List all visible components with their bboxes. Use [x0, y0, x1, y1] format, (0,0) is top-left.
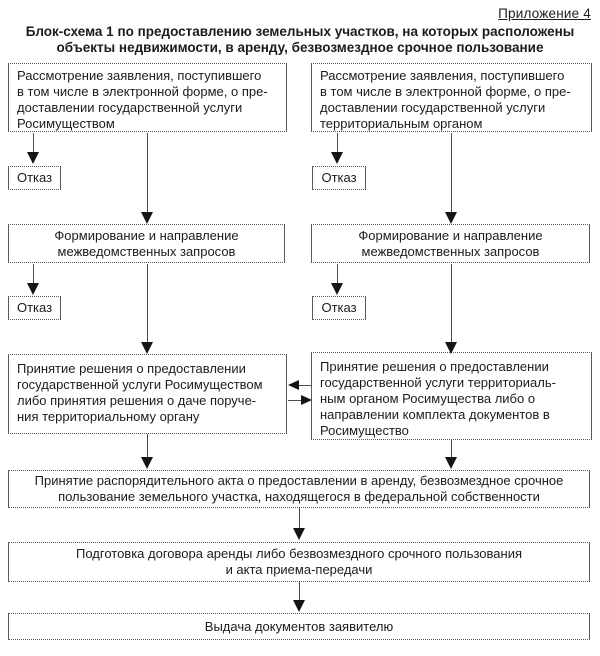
arrow-head-contract-to-issue — [293, 600, 305, 612]
arrow-line-l2-to-reject2 — [33, 264, 34, 283]
step-review-application-territorial-organ: Рассмотрение заявления, поступившего в т… — [311, 63, 592, 132]
step-prepare-contract: Подготовка договора аренды либо безвозме… — [8, 542, 590, 582]
arrow-head-l1-to-reject1 — [27, 152, 39, 164]
arrow-line-r3-to-l3 — [297, 385, 312, 386]
arrow-head-r2-to-reject2 — [331, 283, 343, 295]
arrow-line-l1-to-reject1 — [33, 133, 34, 152]
arrow-line-contract-to-issue — [299, 582, 300, 600]
reject-box-left-1: Отказ — [8, 166, 61, 190]
appendix-label: Приложение 4 — [498, 6, 591, 21]
reject-box-left-2: Отказ — [8, 296, 61, 320]
step-interagency-requests-right: Формирование и направление межведомствен… — [311, 224, 590, 263]
arrow-line-r3-to-act — [451, 440, 452, 457]
reject-box-right-2: Отказ — [312, 296, 366, 320]
arrow-head-l2-to-l3 — [141, 342, 153, 354]
arrow-head-r3-to-act — [445, 457, 457, 469]
step-issue-documents: Выдача документов заявителю — [8, 613, 590, 640]
arrow-line-r2-to-r3 — [451, 264, 452, 342]
arrow-head-r1-to-r2 — [445, 212, 457, 224]
arrow-line-l3-to-act — [147, 434, 148, 457]
arrow-line-l3-to-r3 — [288, 400, 303, 401]
step-review-application-rosimushchestvo: Рассмотрение заявления, поступившего в т… — [8, 63, 287, 132]
arrow-line-l1-to-l2 — [147, 133, 148, 212]
arrow-head-r1-to-reject1 — [331, 152, 343, 164]
arrow-head-l2-to-reject2 — [27, 283, 39, 295]
arrow-line-l2-to-l3 — [147, 264, 148, 342]
arrow-head-l3-to-r3 — [301, 395, 312, 405]
arrow-line-r2-to-reject2 — [337, 264, 338, 283]
step-administrative-act: Принятие распорядительного акта о предос… — [8, 470, 590, 508]
arrow-line-act-to-contract — [299, 508, 300, 528]
arrow-head-act-to-contract — [293, 528, 305, 540]
arrow-line-r1-to-r2 — [451, 133, 452, 212]
step-decision-territorial-organ: Принятие решения о предоставлении госуда… — [311, 352, 592, 440]
reject-box-right-1: Отказ — [312, 166, 366, 190]
arrow-line-r1-to-reject1 — [337, 133, 338, 152]
step-decision-rosimushchestvo: Принятие решения о предоставлении госуда… — [8, 354, 287, 434]
arrow-head-r2-to-r3 — [445, 342, 457, 354]
page-title: Блок-схема 1 по предоставлению земельных… — [25, 24, 575, 55]
arrow-head-r3-to-l3 — [288, 380, 299, 390]
step-interagency-requests-left: Формирование и направление межведомствен… — [8, 224, 285, 263]
arrow-head-l1-to-l2 — [141, 212, 153, 224]
arrow-head-l3-to-act — [141, 457, 153, 469]
